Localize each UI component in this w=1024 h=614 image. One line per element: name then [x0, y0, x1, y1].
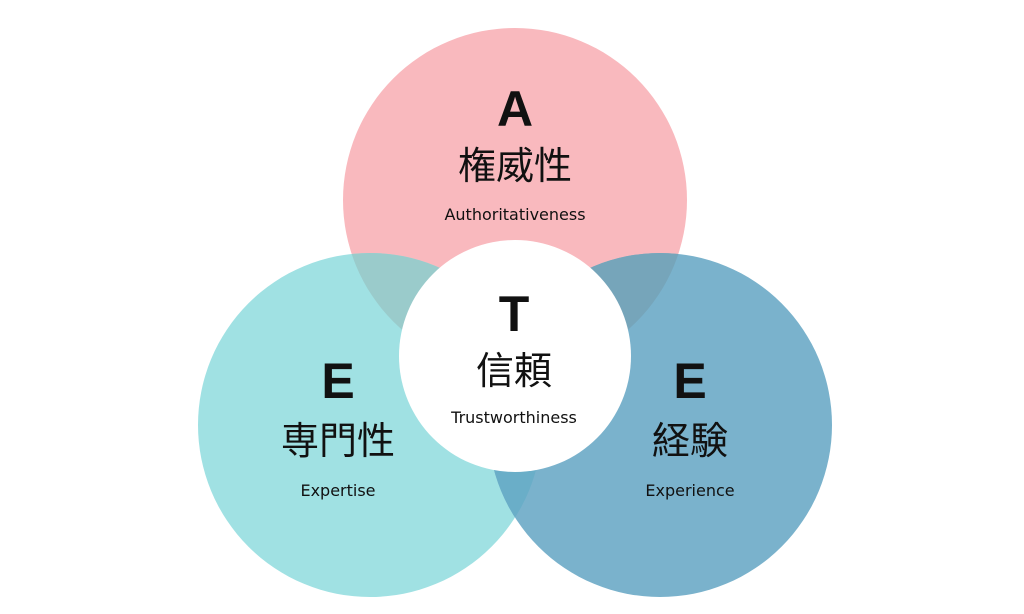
trust-letter: T — [498, 286, 530, 342]
expertise-letter: E — [321, 353, 355, 409]
expertise-en-label: Expertise — [300, 481, 376, 500]
experience-letter: E — [673, 353, 707, 409]
trust-jp-label: 信頼 — [475, 349, 553, 393]
authority-letter: A — [496, 81, 534, 137]
authority-en-label: Authoritativeness — [444, 205, 586, 224]
authority-jp-label: 権威性 — [457, 144, 573, 188]
trust-circle — [399, 240, 631, 472]
experience-jp-label: 経験 — [651, 419, 729, 463]
experience-en-label: Experience — [645, 481, 735, 500]
expertise-jp-label: 専門性 — [280, 419, 396, 463]
trust-en-label: Trustworthiness — [451, 408, 577, 427]
